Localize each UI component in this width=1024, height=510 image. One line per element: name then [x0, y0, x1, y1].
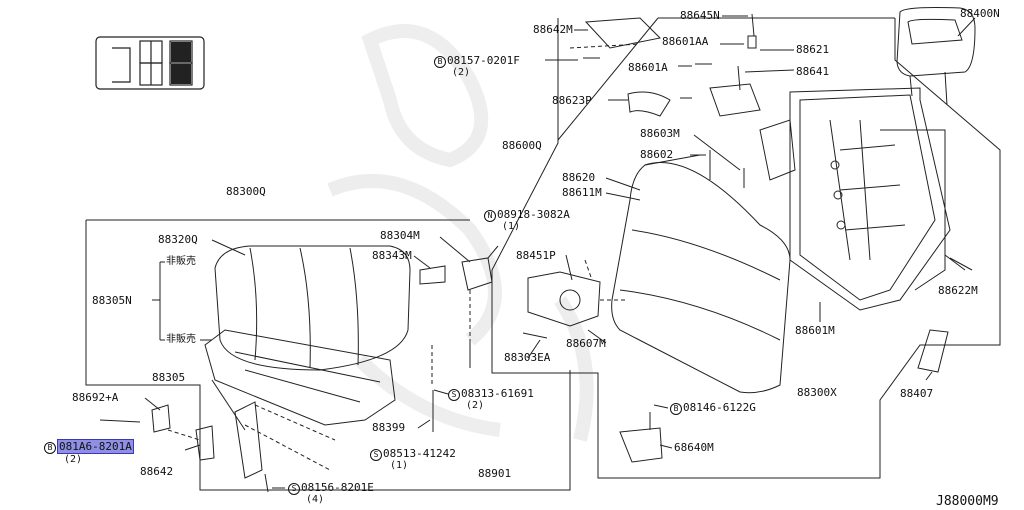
qty-08313: (2): [466, 400, 485, 411]
label-88692A: 88692+A: [72, 391, 119, 404]
seat-position-filled-cell: [171, 42, 191, 62]
label-88305: 88305: [152, 371, 186, 384]
headrest-outline: [896, 7, 976, 77]
label-88303EA: 88303EA: [504, 351, 551, 364]
seat-cushion-drawing: [214, 245, 411, 371]
backrest-assembly-frame: [491, 18, 1001, 479]
label-88400N: 88400N: [960, 7, 1000, 20]
nut-prefix-n: N: [484, 210, 496, 222]
label-88623P: 88623P: [552, 94, 592, 107]
part-88407-drawing: [917, 329, 949, 373]
bolt-prefix-b: B: [44, 442, 56, 454]
lock-mechanism-drawing: [527, 271, 601, 327]
label-88600Q: 88600Q: [502, 139, 542, 152]
label-88645N: 88645N: [680, 9, 720, 22]
label-88607M: 88607M: [566, 337, 606, 350]
label-88620: 88620: [562, 171, 596, 184]
recliner-mechanism-drawing: [709, 83, 761, 117]
diagram-code: J88000M9: [936, 494, 999, 509]
label-88601AA: 88601AA: [662, 35, 709, 48]
label-88642: 88642: [140, 465, 174, 478]
label-88601A: 88601A: [628, 61, 668, 74]
label-88399: 88399: [372, 421, 406, 434]
screw-prefix-s: S: [370, 449, 382, 461]
hinge-88305-drawing: [234, 401, 263, 479]
label-88300X: 88300X: [797, 386, 837, 399]
cushion-assembly-frame: [85, 220, 571, 491]
label-88603M: 88603M: [640, 127, 680, 140]
label-88641: 88641: [796, 65, 830, 78]
watermark-emblem: [327, 24, 594, 442]
label-88407: 88407: [900, 387, 934, 400]
qty-08157: (2): [452, 67, 471, 78]
part-68640M-drawing: [619, 427, 663, 463]
label-88451P: 88451P: [516, 249, 556, 262]
seat-position-filled-cell: [171, 64, 191, 84]
backrest-cushion-drawing: [611, 162, 791, 394]
label-88320Q: 88320Q: [158, 233, 198, 246]
highlighted-part-number[interactable]: 081A6-8201A: [57, 439, 134, 454]
label-not-for-sale-upper: 非販売: [166, 256, 196, 267]
label-88642M: 88642M: [533, 23, 573, 36]
label-88343M: 88343M: [372, 249, 412, 262]
bolt-prefix-b: B: [434, 56, 446, 68]
label-not-for-sale-lower: 非販売: [166, 334, 196, 345]
screw-prefix-s: S: [288, 483, 300, 495]
qty-081A6: (2): [64, 454, 83, 465]
seat-frame-drawing: [204, 329, 396, 426]
label-88611M: 88611M: [562, 186, 602, 199]
label-88901: 88901: [478, 467, 512, 480]
label-88622M: 88622M: [938, 284, 978, 297]
qty-08513: (1): [390, 460, 409, 471]
bolt-prefix-b: B: [670, 403, 682, 415]
screw-prefix-s: S: [448, 389, 460, 401]
label-88305N: 88305N: [92, 294, 132, 307]
qty-08918: (1): [502, 221, 521, 232]
seat-position-icon: [95, 36, 205, 90]
label-88602: 88602: [640, 148, 674, 161]
label-88601M: 88601M: [795, 324, 835, 337]
qty-08156: (4): [306, 494, 325, 505]
label-68640M: 68640M: [674, 441, 714, 454]
label-88300Q: 88300Q: [226, 185, 266, 198]
label-88304M: 88304M: [380, 229, 420, 242]
label-88621: 88621: [796, 43, 830, 56]
backrest-frame-drawing: [789, 87, 951, 311]
